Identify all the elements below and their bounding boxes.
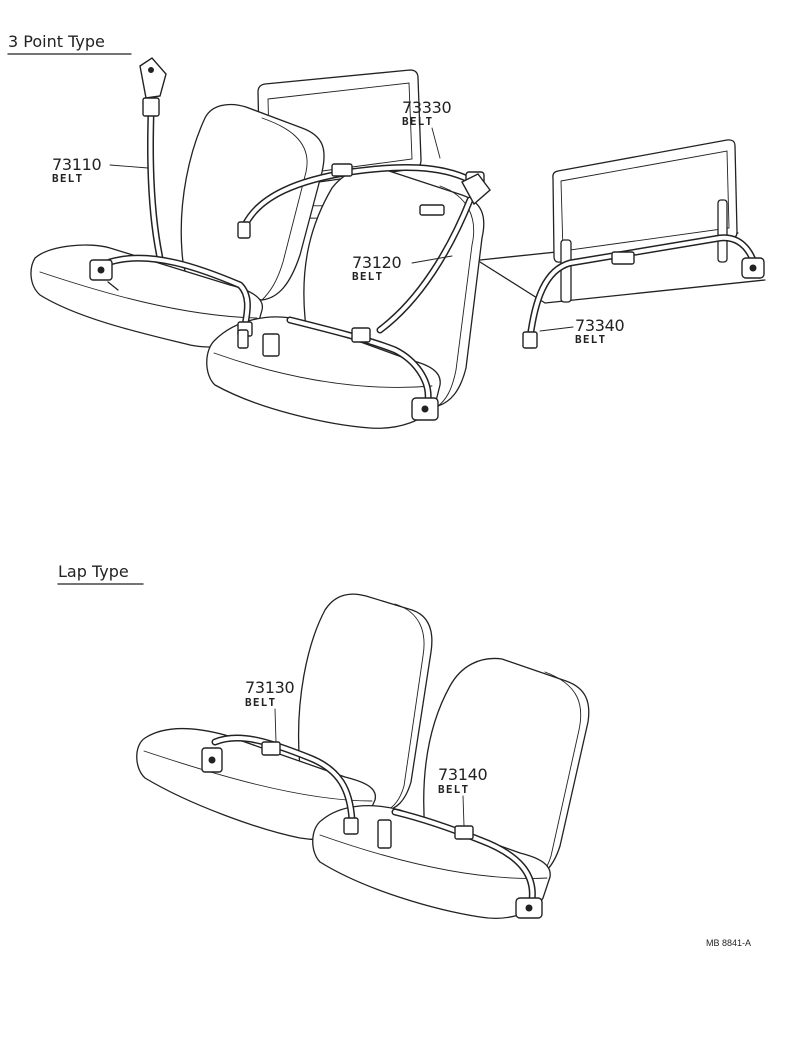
seat-post-right [717, 199, 728, 263]
leader-line [109, 164, 149, 169]
section-title-lap: Lap Type [58, 562, 129, 581]
buckle-icon [262, 333, 280, 357]
part-number: 73330 [402, 98, 452, 117]
belt-73140-assembly [391, 808, 543, 919]
section-title-three-point: 3 Point Type [8, 32, 105, 51]
belt-73130-assembly [201, 734, 392, 849]
leader-line [539, 326, 574, 332]
part-label: BELT [402, 115, 433, 128]
leader-line [274, 708, 277, 743]
callout-73130: 73130 BELT [245, 678, 295, 743]
belt-73340-assembly [522, 234, 765, 349]
diagram-code: MB 8841-A [706, 938, 751, 948]
buckle-icon [611, 251, 635, 265]
leader-line [431, 127, 441, 159]
part-number: 73140 [438, 765, 488, 784]
lap-seat-left [136, 593, 433, 841]
buckle-icon [261, 741, 281, 756]
callout-73340: 73340 BELT [539, 316, 625, 346]
shoulder-anchor-icon [461, 173, 491, 206]
floor-anchor-icon [343, 817, 359, 835]
part-label: BELT [575, 333, 606, 346]
section-lap: Lap Type [57, 562, 590, 919]
part-label: BELT [438, 783, 469, 796]
floor-anchor-icon [522, 331, 538, 349]
callout-73110: 73110 BELT [52, 155, 149, 185]
callout-73140: 73140 BELT [438, 765, 488, 827]
part-number: 73120 [352, 253, 402, 272]
buckle-icon [454, 825, 474, 840]
belt-73120-assembly [237, 173, 491, 421]
belt-73110-assembly [89, 57, 280, 357]
part-number: 73340 [575, 316, 625, 335]
callout-73120: 73120 BELT [352, 253, 453, 283]
leader-line [462, 795, 465, 827]
front-seat-left [30, 103, 325, 348]
part-number: 73130 [245, 678, 295, 697]
section-three-point: 3 Point Type [7, 32, 766, 429]
rear-seat-right [479, 139, 766, 304]
floor-anchor-icon [237, 329, 249, 349]
floor-anchor-icon [237, 221, 251, 239]
buckle-icon [351, 327, 371, 343]
part-label: BELT [352, 270, 383, 283]
part-label: BELT [52, 172, 83, 185]
part-number: 73110 [52, 155, 102, 174]
callout-73330: 73330 BELT [402, 98, 452, 159]
buckle-icon [331, 163, 353, 177]
shoulder-anchor-icon [139, 57, 167, 99]
buckle-tongue-icon [419, 204, 445, 216]
lap-seat-right [312, 657, 590, 919]
buckle-icon [377, 819, 392, 849]
part-label: BELT [245, 696, 276, 709]
leader-line [411, 255, 453, 264]
seat-post-left [560, 239, 572, 303]
belt-guide-icon [142, 97, 160, 117]
